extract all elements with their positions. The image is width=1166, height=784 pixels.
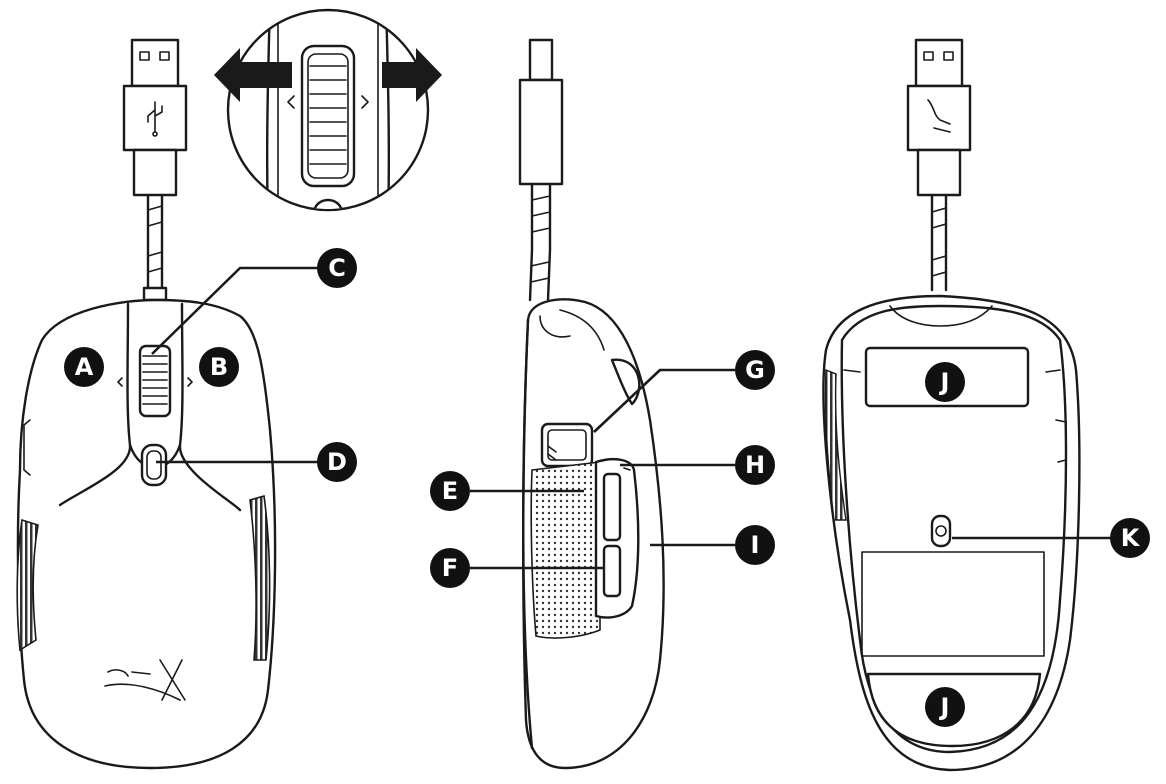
usb-plug-icon <box>122 38 188 197</box>
callout-e: E <box>430 471 470 511</box>
callout-c: C <box>317 248 357 288</box>
arrow-left-icon <box>214 48 292 102</box>
callout-a: A <box>64 347 104 387</box>
callout-g: G <box>735 350 775 390</box>
callout-g-label: G <box>745 356 765 384</box>
callout-f-label: F <box>442 554 458 582</box>
callout-d-label: D <box>327 448 347 476</box>
callout-d: D <box>317 442 357 482</box>
callout-h-label: H <box>745 451 765 479</box>
callout-c-label: C <box>328 254 346 282</box>
callout-k-label: K <box>1121 524 1141 552</box>
callout-e-label: E <box>442 477 458 505</box>
callout-f: F <box>430 548 470 588</box>
brand-logo <box>104 659 186 701</box>
callout-j-top-label: J <box>939 368 950 396</box>
mouse-top-outline <box>16 298 277 770</box>
callout-b-label: B <box>210 353 228 381</box>
mouse-bottom-outline <box>822 294 1081 772</box>
callout-b: B <box>199 347 239 387</box>
callout-j-bottom-label: J <box>939 693 950 721</box>
top-view <box>16 38 277 770</box>
callout-i-label: I <box>751 531 760 559</box>
side-view <box>518 38 665 770</box>
callout-j-top: J <box>925 362 965 402</box>
callout-h: H <box>735 445 775 485</box>
callout-i: I <box>735 525 775 565</box>
bottom-view <box>822 38 1081 772</box>
arrow-right-icon <box>382 48 442 102</box>
scroll-tilt-zoom <box>214 8 442 212</box>
callout-a-label: A <box>75 353 94 381</box>
callout-j-bottom: J <box>925 687 965 727</box>
callout-k: K <box>1110 518 1150 558</box>
